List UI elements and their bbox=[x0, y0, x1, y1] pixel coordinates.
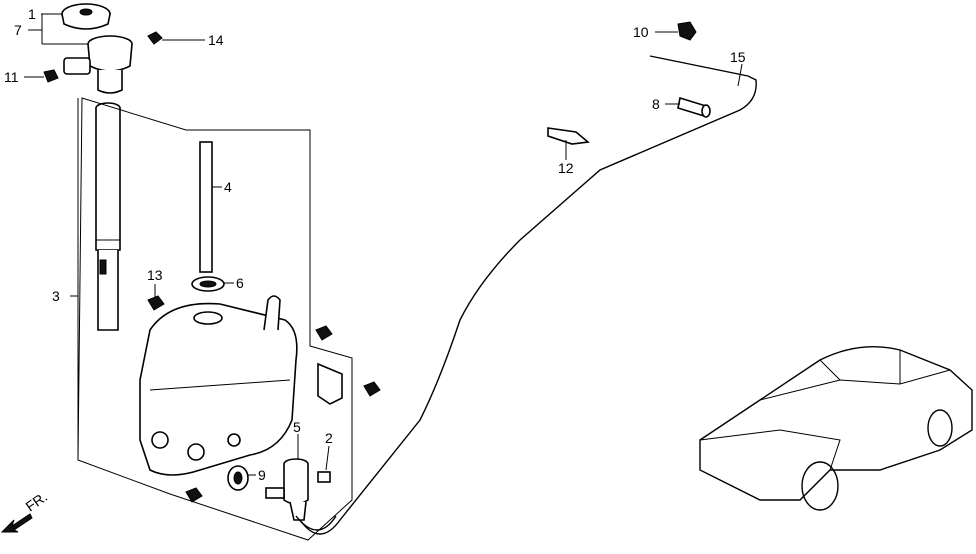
bolt-13 bbox=[147, 295, 165, 311]
clip-12 bbox=[547, 127, 590, 145]
label-part-9: 9 bbox=[258, 467, 266, 483]
label-part-7: 7 bbox=[14, 22, 22, 38]
label-part-11: 11 bbox=[4, 69, 19, 85]
label-part-10: 10 bbox=[633, 24, 649, 40]
joint-8 bbox=[677, 96, 711, 118]
label-part-8: 8 bbox=[652, 96, 660, 112]
label-part-2: 2 bbox=[325, 430, 333, 446]
bracket bbox=[317, 362, 343, 405]
tank-cap bbox=[61, 3, 111, 30]
front-arrow-icon bbox=[0, 513, 33, 533]
grommet bbox=[191, 276, 225, 292]
label-part-14: 14 bbox=[208, 32, 224, 48]
washer-hose bbox=[295, 55, 757, 535]
filter bbox=[317, 471, 331, 483]
washer-pump bbox=[265, 458, 309, 521]
front-label: FR. bbox=[23, 488, 51, 514]
label-part-12: 12 bbox=[558, 160, 574, 176]
car-illustration bbox=[699, 346, 973, 511]
label-part-5: 5 bbox=[293, 419, 301, 435]
bolts bbox=[185, 325, 381, 503]
label-part-3: 3 bbox=[52, 288, 60, 304]
washer-tank bbox=[139, 295, 298, 476]
filler-neck bbox=[63, 35, 133, 94]
label-part-15: 15 bbox=[730, 49, 746, 65]
label-part-13: 13 bbox=[147, 267, 163, 283]
label-part-4: 4 bbox=[224, 179, 232, 195]
level-strip bbox=[199, 141, 213, 273]
pump-grommet bbox=[227, 465, 249, 491]
leader-lines bbox=[24, 13, 743, 476]
clip-10 bbox=[677, 21, 697, 41]
label-part-1: 1 bbox=[28, 6, 36, 22]
label-part-6: 6 bbox=[236, 275, 244, 291]
clip-11 bbox=[43, 69, 59, 83]
filler-tube bbox=[95, 102, 121, 331]
clip-14 bbox=[147, 31, 163, 45]
